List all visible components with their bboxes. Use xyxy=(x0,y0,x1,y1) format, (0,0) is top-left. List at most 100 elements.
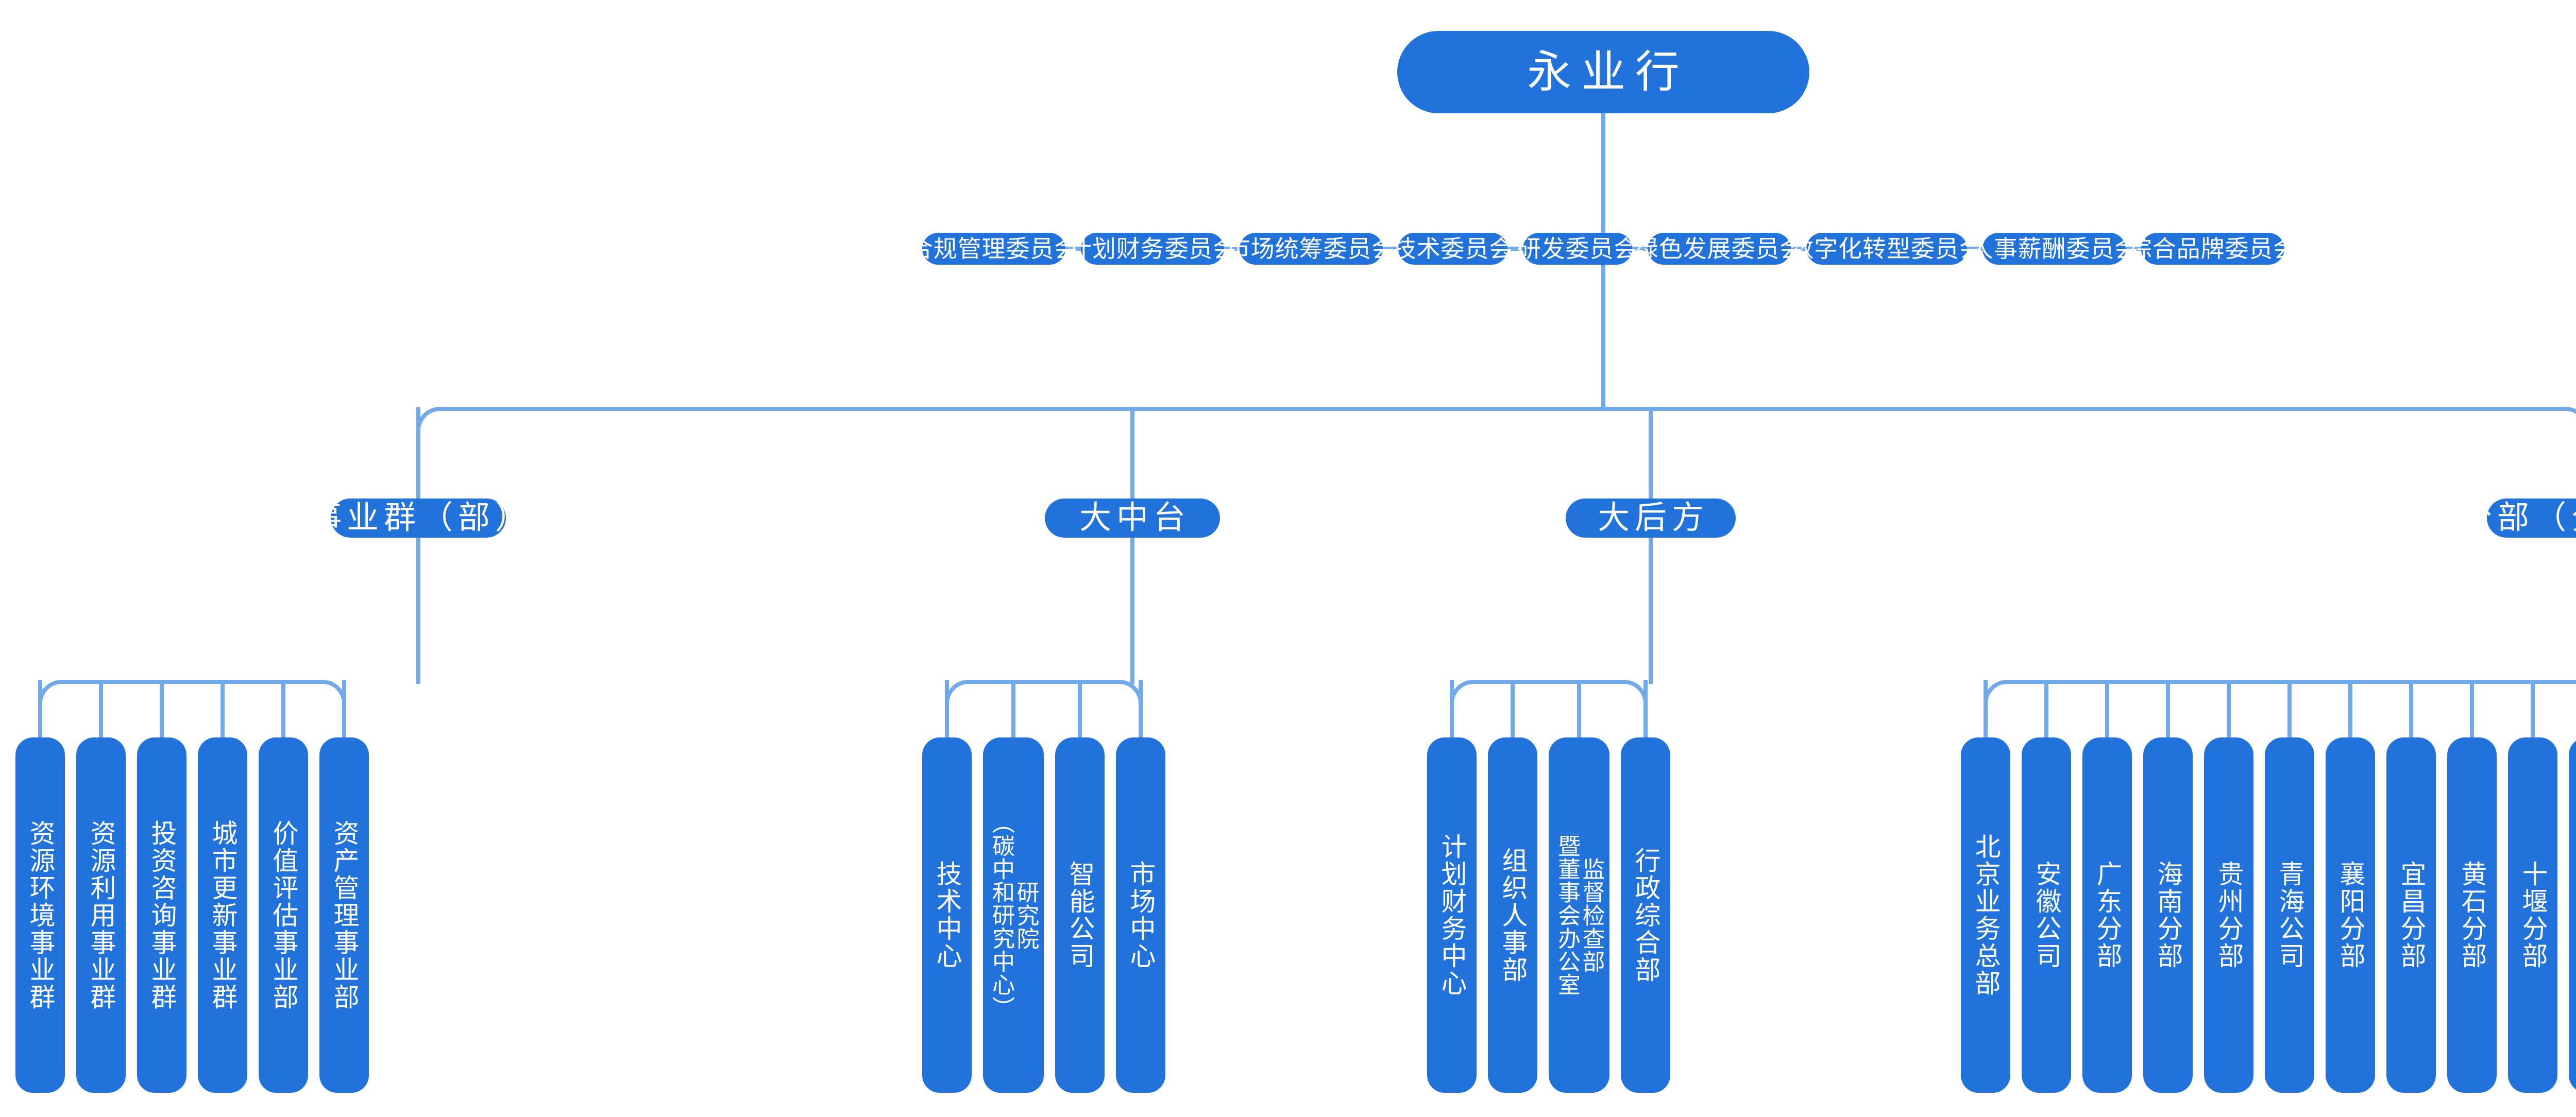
connector-vertical xyxy=(1577,680,1581,737)
leaf-node-1-2[interactable]: 资源利用事业群 xyxy=(76,737,126,1093)
connector-bus xyxy=(416,407,2576,438)
connector-vertical xyxy=(1139,680,1143,737)
committee-node-9[interactable]: 综合品牌委员会 xyxy=(2128,233,2297,265)
connector-vertical xyxy=(2470,680,2474,737)
leaf-label: 研究院 （碳中和研究中心） xyxy=(989,811,1039,1019)
leaf-label: 监督检查部 暨董事会办公室 xyxy=(1554,834,1604,996)
leaf-label: 智能公司 xyxy=(1065,861,1095,970)
leaf-node-4-10[interactable]: 十堰分部 xyxy=(2508,737,2557,1093)
division-node-3[interactable]: 大后方 xyxy=(1566,499,1736,538)
connector-vertical xyxy=(281,680,285,737)
division-node-1[interactable]: 事业群（部） xyxy=(310,499,527,538)
connector-vertical xyxy=(2531,680,2535,737)
leaf-node-4-4[interactable]: 海南分部 xyxy=(2143,737,2193,1093)
committee-node-7[interactable]: 数字化转型委员会 xyxy=(1790,233,1983,265)
leaf-label: 宜昌分部 xyxy=(2397,861,2426,970)
connector-vertical xyxy=(1649,538,1653,684)
connector-vertical xyxy=(2044,680,2048,737)
leaf-label: 十堰分部 xyxy=(2518,861,2548,970)
leaf-node-1-3[interactable]: 投资咨询事业群 xyxy=(137,737,187,1093)
connector-horizontal xyxy=(1383,247,1399,251)
leaf-node-4-5[interactable]: 贵州分部 xyxy=(2204,737,2253,1093)
leaf-node-3-4[interactable]: 行政综合部 xyxy=(1621,737,1670,1093)
leaf-node-4-9[interactable]: 黄石分部 xyxy=(2447,737,2497,1093)
leaf-label: 资源环境事业群 xyxy=(26,819,55,1011)
leaf-label: 技术中心 xyxy=(933,861,962,970)
connector-horizontal xyxy=(1507,247,1524,251)
connector-vertical xyxy=(1450,680,1454,737)
leaf-label: 青海公司 xyxy=(2275,861,2304,970)
connector-vertical xyxy=(38,680,42,737)
leaf-label: 黄石分部 xyxy=(2458,861,2487,970)
leaf-node-1-5[interactable]: 价值评估事业部 xyxy=(259,737,308,1093)
connector-vertical xyxy=(2287,680,2292,737)
connector-horizontal xyxy=(1791,247,1807,251)
leaf-node-2-3[interactable]: 智能公司 xyxy=(1055,737,1105,1093)
connector-vertical xyxy=(1984,680,1988,737)
connector-vertical xyxy=(1130,538,1134,684)
leaf-label: 市场中心 xyxy=(1126,861,1156,970)
connector-bus xyxy=(1450,680,1648,711)
committee-node-6[interactable]: 绿色发展委员会 xyxy=(1635,233,1803,265)
leaf-label: 资源利用事业群 xyxy=(87,819,116,1011)
leaf-node-1-4[interactable]: 城市更新事业群 xyxy=(198,737,247,1093)
committee-node-4[interactable]: 技术委员会 xyxy=(1393,233,1513,265)
leaf-node-4-8[interactable]: 宜昌分部 xyxy=(2386,737,2436,1093)
leaf-label: 贵州分部 xyxy=(2214,861,2244,970)
committee-node-3[interactable]: 市场统筹委员会 xyxy=(1227,233,1395,265)
connector-vertical xyxy=(945,680,949,737)
connector-vertical xyxy=(2348,680,2352,737)
leaf-node-3-3[interactable]: 监督检查部 暨董事会办公室 xyxy=(1549,737,1609,1093)
leaf-node-4-7[interactable]: 襄阳分部 xyxy=(2326,737,2375,1093)
connector-horizontal xyxy=(1065,247,1082,251)
leaf-label: 北京业务总部 xyxy=(1971,833,2001,997)
connector-vertical xyxy=(416,538,420,684)
leaf-node-2-2[interactable]: 研究院 （碳中和研究中心） xyxy=(983,737,1044,1093)
connector-horizontal xyxy=(1224,247,1241,251)
leaf-node-4-2[interactable]: 安徽公司 xyxy=(2022,737,2071,1093)
connector-vertical xyxy=(1511,680,1515,737)
division-node-2[interactable]: 大中台 xyxy=(1045,499,1220,538)
leaf-node-4-3[interactable]: 广东分部 xyxy=(2082,737,2132,1093)
connector-vertical xyxy=(1643,680,1648,737)
connector-vertical xyxy=(1011,680,1015,737)
connector-horizontal xyxy=(1632,247,1649,251)
leaf-node-1-1[interactable]: 资源环境事业群 xyxy=(15,737,65,1093)
connector-vertical xyxy=(2166,680,2170,737)
connector-horizontal xyxy=(2126,247,2142,251)
leaf-node-2-4[interactable]: 市场中心 xyxy=(1116,737,1165,1093)
leaf-label: 投资咨询事业群 xyxy=(147,819,177,1011)
connector-vertical xyxy=(1649,407,1653,499)
connector-vertical xyxy=(2409,680,2413,737)
connector-vertical xyxy=(160,680,164,737)
connector-vertical xyxy=(342,680,346,737)
committee-node-1[interactable]: 合规管理委员会 xyxy=(909,233,1078,265)
leaf-node-2-1[interactable]: 技术中心 xyxy=(922,737,972,1093)
committee-node-2[interactable]: 计划财务委员会 xyxy=(1068,233,1236,265)
leaf-label: 价值评估事业部 xyxy=(269,819,298,1011)
leaf-label: 城市更新事业群 xyxy=(208,819,238,1011)
leaf-node-3-2[interactable]: 组织人事部 xyxy=(1488,737,1537,1093)
connector-vertical xyxy=(2227,680,2231,737)
leaf-node-4-1[interactable]: 北京业务总部 xyxy=(1961,737,2010,1093)
connector-vertical xyxy=(2105,680,2109,737)
leaf-node-4-6[interactable]: 青海公司 xyxy=(2265,737,2314,1093)
committee-node-8[interactable]: 人事薪酬委员会 xyxy=(1970,233,2138,265)
leaf-node-4-11[interactable]: 荆门分部 xyxy=(2569,737,2576,1093)
connector-horizontal xyxy=(1967,247,1984,251)
leaf-label: 海南分部 xyxy=(2154,861,2183,970)
leaf-node-3-1[interactable]: 计划财务中心 xyxy=(1427,737,1477,1093)
connector-vertical xyxy=(416,407,420,499)
connector-bus xyxy=(945,680,1143,711)
root-node[interactable]: 永业行 xyxy=(1397,31,1809,113)
connector-vertical xyxy=(99,680,103,737)
division-node-4[interactable]: 分部（分公司） xyxy=(2460,499,2576,538)
leaf-label: 安徽公司 xyxy=(2032,861,2061,970)
leaf-label: 组织人事部 xyxy=(1498,847,1528,984)
connector-bus xyxy=(38,680,346,711)
connector-vertical xyxy=(1078,680,1082,737)
leaf-label: 资产管理事业部 xyxy=(330,819,359,1011)
committee-node-5[interactable]: 研发委员会 xyxy=(1517,233,1637,265)
leaf-node-1-6[interactable]: 资产管理事业部 xyxy=(319,737,369,1093)
